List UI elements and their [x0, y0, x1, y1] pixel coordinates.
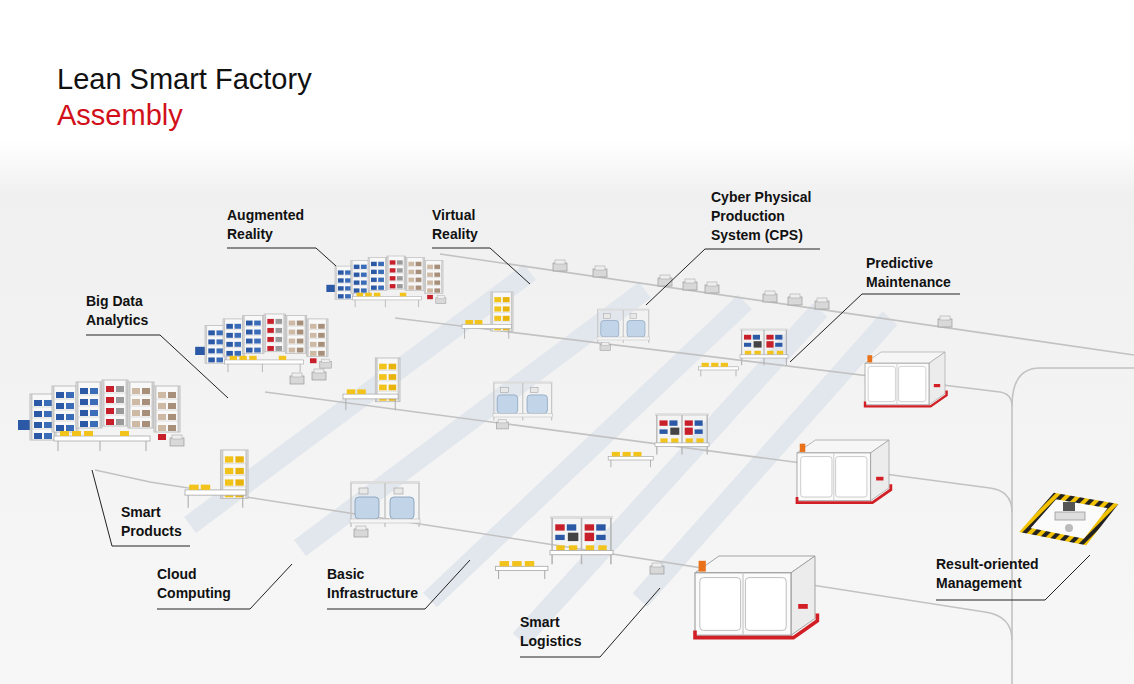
agv-cart	[705, 282, 719, 293]
agv-cart	[788, 294, 802, 305]
transport-path	[265, 392, 1012, 512]
agv-cart	[553, 260, 567, 271]
agv-cart	[650, 563, 664, 574]
hazard-zone	[1025, 496, 1113, 542]
test-cell	[695, 556, 817, 638]
agv-fleet	[290, 260, 952, 574]
row-three	[18, 380, 817, 638]
leader-line	[936, 555, 1090, 600]
agv-cart	[312, 369, 326, 380]
leader-line	[227, 248, 336, 266]
transport-path	[395, 318, 1012, 684]
leader-line	[432, 248, 530, 284]
leader-line	[327, 560, 470, 609]
row-two	[195, 314, 891, 503]
monitor	[1063, 502, 1075, 511]
test-cell	[865, 352, 947, 406]
storage-rack	[326, 256, 446, 307]
storage-rack	[18, 380, 184, 451]
management-desk	[1025, 496, 1113, 542]
callout-label: Cyber Physical Production System (CPS)	[711, 188, 831, 245]
leader-lines	[86, 248, 1090, 657]
agv-cart	[938, 316, 952, 327]
callout-label: Augmented Reality	[227, 206, 327, 244]
callout-label: Big Data Analytics	[86, 292, 181, 330]
row-one	[326, 256, 946, 406]
transport-path	[1012, 368, 1134, 406]
agv-cart	[290, 373, 304, 384]
machine-cell	[597, 309, 650, 351]
machine-cell	[493, 381, 553, 429]
work-station	[343, 358, 400, 410]
assembly-station	[495, 516, 613, 579]
agv-cart	[593, 266, 607, 277]
agv-cart	[683, 279, 697, 290]
storage-rack	[195, 314, 331, 372]
test-cell	[797, 440, 891, 503]
work-station	[185, 450, 248, 508]
work-station	[462, 292, 513, 339]
aisle-strip	[520, 310, 820, 640]
callout-label: Result-oriented Management	[936, 555, 1061, 593]
leader-line	[646, 249, 820, 305]
agv-cart	[815, 298, 829, 309]
agv-cart	[763, 291, 777, 302]
aisle-strips	[190, 272, 890, 640]
transport-paths	[95, 254, 1134, 684]
callout-label: Smart Logistics	[520, 613, 610, 651]
callout-label: Predictive Maintenance	[866, 254, 976, 292]
callout-label: Basic Infrastructure	[327, 565, 437, 603]
floor-area	[0, 140, 1134, 684]
assembly-station	[608, 413, 709, 467]
agv-cart	[658, 275, 672, 286]
subtitle: Assembly	[57, 98, 377, 132]
diagram-title: Lean Smart Factory	[57, 62, 312, 96]
callout-label: Cloud Computing	[157, 565, 247, 603]
callout-label: Smart Products	[121, 503, 211, 541]
callout-label: Virtual Reality	[432, 206, 512, 244]
desk	[1055, 512, 1085, 520]
assembly-station	[698, 328, 788, 376]
leader-line	[520, 588, 660, 657]
leader-line	[157, 564, 292, 609]
leader-line	[86, 335, 228, 398]
leader-line	[790, 294, 960, 362]
machine-cell	[350, 481, 420, 537]
chair	[1065, 524, 1073, 532]
